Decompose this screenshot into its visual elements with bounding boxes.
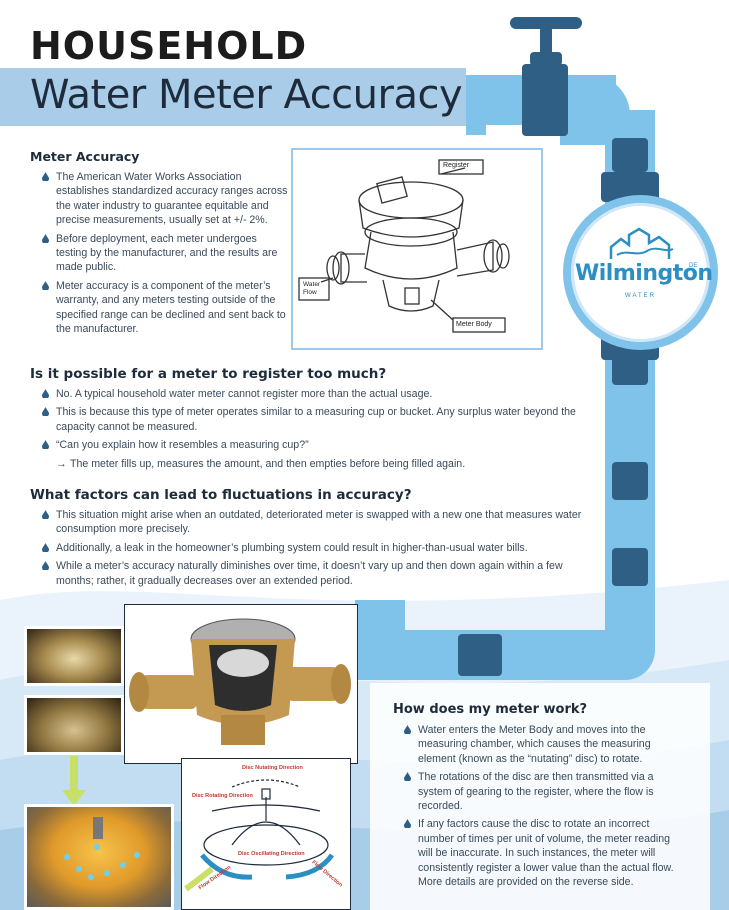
water-drop-icon (404, 772, 411, 782)
water-drop-icon (42, 389, 49, 398)
pipe-joint-right-4 (612, 548, 648, 586)
how-it-works-heading: How does my meter work? (393, 702, 588, 717)
meter-body-label: Meter Body (456, 321, 492, 328)
disc-oscillating-label: Disc Oscillating Direction (238, 851, 305, 857)
cup-photo-2 (24, 695, 124, 755)
water-drop-icon (42, 407, 49, 417)
logo-circle: Wilmington DE WATER (563, 195, 718, 350)
fluctuations-list: This situation might arise when an outda… (40, 508, 585, 592)
register-too-much-list: No. A typical household water meter cann… (40, 387, 580, 475)
pipe-joint-top (522, 64, 568, 136)
list-item: Before deployment, each meter undergoes … (40, 232, 288, 275)
water-meter-drawing (298, 159, 510, 333)
pipe-left-stub (466, 80, 486, 135)
page-title: HOUSEHOLD (30, 24, 308, 68)
logo-name: Wilmington (575, 261, 713, 286)
list-item: “Can you explain how it resembles a meas… (40, 438, 580, 452)
subtitle-band (0, 68, 466, 126)
water-drop-icon (42, 280, 49, 290)
disc-nutating-label: Disc Nutating Direction (242, 765, 303, 771)
nutating-disc-photo (24, 804, 174, 910)
meter-accuracy-heading: Meter Accuracy (30, 149, 140, 164)
disc-motion-diagram (184, 779, 335, 892)
list-item: Meter accuracy is a component of the met… (40, 279, 288, 337)
water-droplets-icon (64, 817, 140, 880)
water-drop-icon (42, 561, 49, 571)
how-it-works-list: Water enters the Meter Body and moves in… (402, 723, 684, 893)
list-item: This is because this type of meter opera… (40, 405, 580, 434)
water-drop-icon (42, 510, 49, 519)
fluctuations-heading: What factors can lead to fluctuations in… (30, 487, 412, 503)
pipe-joint-right-2 (612, 355, 648, 385)
water-drop-icon (404, 725, 411, 734)
how-it-works-panel (370, 683, 710, 910)
logo-state: DE (689, 263, 698, 269)
pipe-joint-right-1 (612, 138, 648, 172)
list-item: The rotations of the disc are then trans… (402, 770, 684, 813)
pipe-joint-right-3 (612, 462, 648, 500)
arrow-right-icon: → (56, 457, 67, 470)
register-label: Register (443, 162, 470, 169)
water-drop-icon (404, 819, 411, 829)
list-item: If any factors cause the disc to rotate … (402, 817, 684, 889)
valve-handle (510, 17, 582, 29)
water-drop-icon (42, 233, 49, 243)
list-item: No. A typical household water meter cann… (40, 387, 580, 401)
pipe-bottom-stub (355, 600, 405, 680)
pipe-joint-bottom (458, 634, 502, 676)
water-drop-icon (42, 542, 49, 552)
list-item-answer: →The meter fills up, measures the amount… (56, 457, 466, 470)
list-item: While a meter’s accuracy naturally dimin… (40, 559, 585, 588)
city-skyline-icon (609, 227, 674, 259)
disc-diagram-frame: Disc Nutating Direction Disc Rotating Di… (181, 758, 351, 910)
logo-sub: WATER (625, 293, 656, 299)
cutaway-meter-frame (124, 604, 358, 764)
meter-accuracy-list: The American Water Works Association est… (40, 170, 288, 340)
meter-diagram-frame: Register Water Flow Meter Body (291, 148, 543, 350)
water-flow-label: Water Flow (303, 281, 321, 296)
water-drop-icon (42, 440, 49, 450)
cutaway-meter-image (125, 605, 357, 763)
valve-stem (540, 26, 552, 60)
disc-rotating-label: Disc Rotating Direction (192, 793, 253, 799)
pipe-bottom-horizontal (355, 630, 655, 680)
list-item: The American Water Works Association est… (40, 170, 288, 228)
page-subtitle: Water Meter Accuracy (30, 72, 463, 118)
list-item: Additionally, a leak in the homeowner’s … (40, 541, 585, 555)
list-item: This situation might arise when an outda… (40, 508, 585, 537)
cup-photo-1 (24, 626, 124, 686)
valve-neck (530, 52, 562, 66)
list-item: Water enters the Meter Body and moves in… (402, 723, 684, 766)
register-too-much-heading: Is it possible for a meter to register t… (30, 366, 387, 382)
down-arrow-icon (62, 756, 86, 806)
water-drop-icon (42, 172, 49, 181)
